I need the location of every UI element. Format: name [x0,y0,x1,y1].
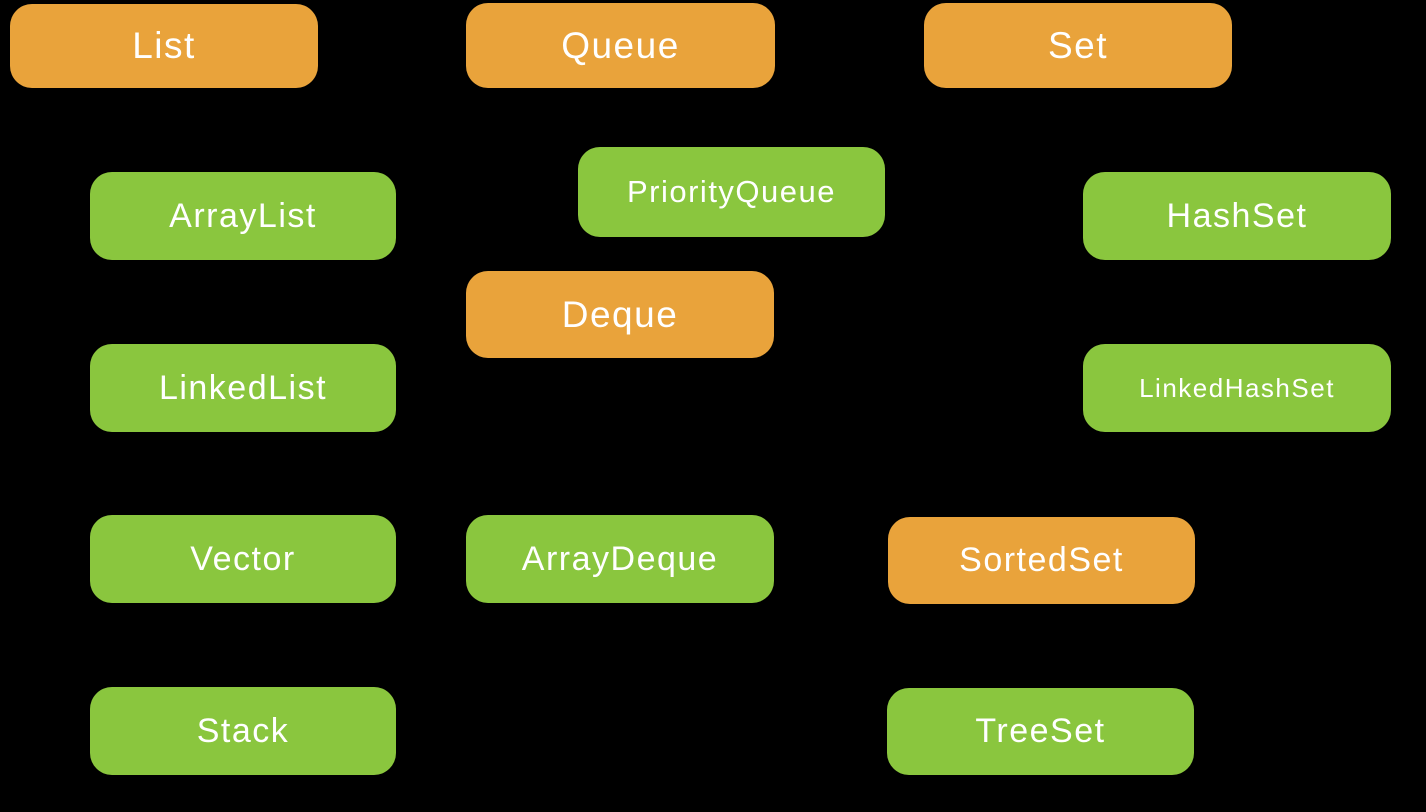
node-linkedhashset: LinkedHashSet [1083,344,1391,432]
node-set: Set [924,3,1232,88]
node-arraylist: ArrayList [90,172,396,260]
node-arraydeque: ArrayDeque [466,515,774,603]
node-deque: Deque [466,271,774,358]
node-queue: Queue [466,3,775,88]
node-treeset: TreeSet [887,688,1194,775]
node-priorityqueue: PriorityQueue [578,147,885,237]
node-stack: Stack [90,687,396,775]
node-vector: Vector [90,515,396,603]
node-linkedlist: LinkedList [90,344,396,432]
node-list: List [10,4,318,88]
node-hashset: HashSet [1083,172,1391,260]
node-sortedset: SortedSet [888,517,1195,604]
